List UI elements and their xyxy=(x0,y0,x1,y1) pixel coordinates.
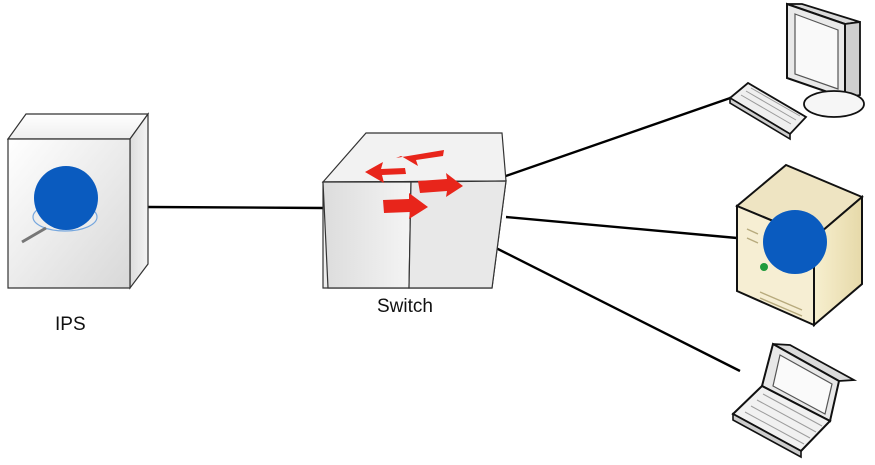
link-switch-server xyxy=(505,215,738,240)
connection-lines xyxy=(147,94,741,373)
link-switch-laptop xyxy=(487,242,741,373)
ips-appliance-icon xyxy=(6,112,150,290)
ips-marker xyxy=(34,166,98,230)
ips-label: IPS xyxy=(55,314,86,335)
server-tower-icon xyxy=(735,163,864,328)
server-marker xyxy=(763,210,827,274)
link-ips-switch xyxy=(147,205,324,210)
desktop-computer-icon xyxy=(728,2,865,141)
network-switch-icon xyxy=(321,132,507,289)
link-switch-desktop xyxy=(499,94,737,180)
switch-label: Switch xyxy=(377,296,433,317)
laptop-icon xyxy=(731,342,858,459)
switch-arrows xyxy=(365,150,463,219)
